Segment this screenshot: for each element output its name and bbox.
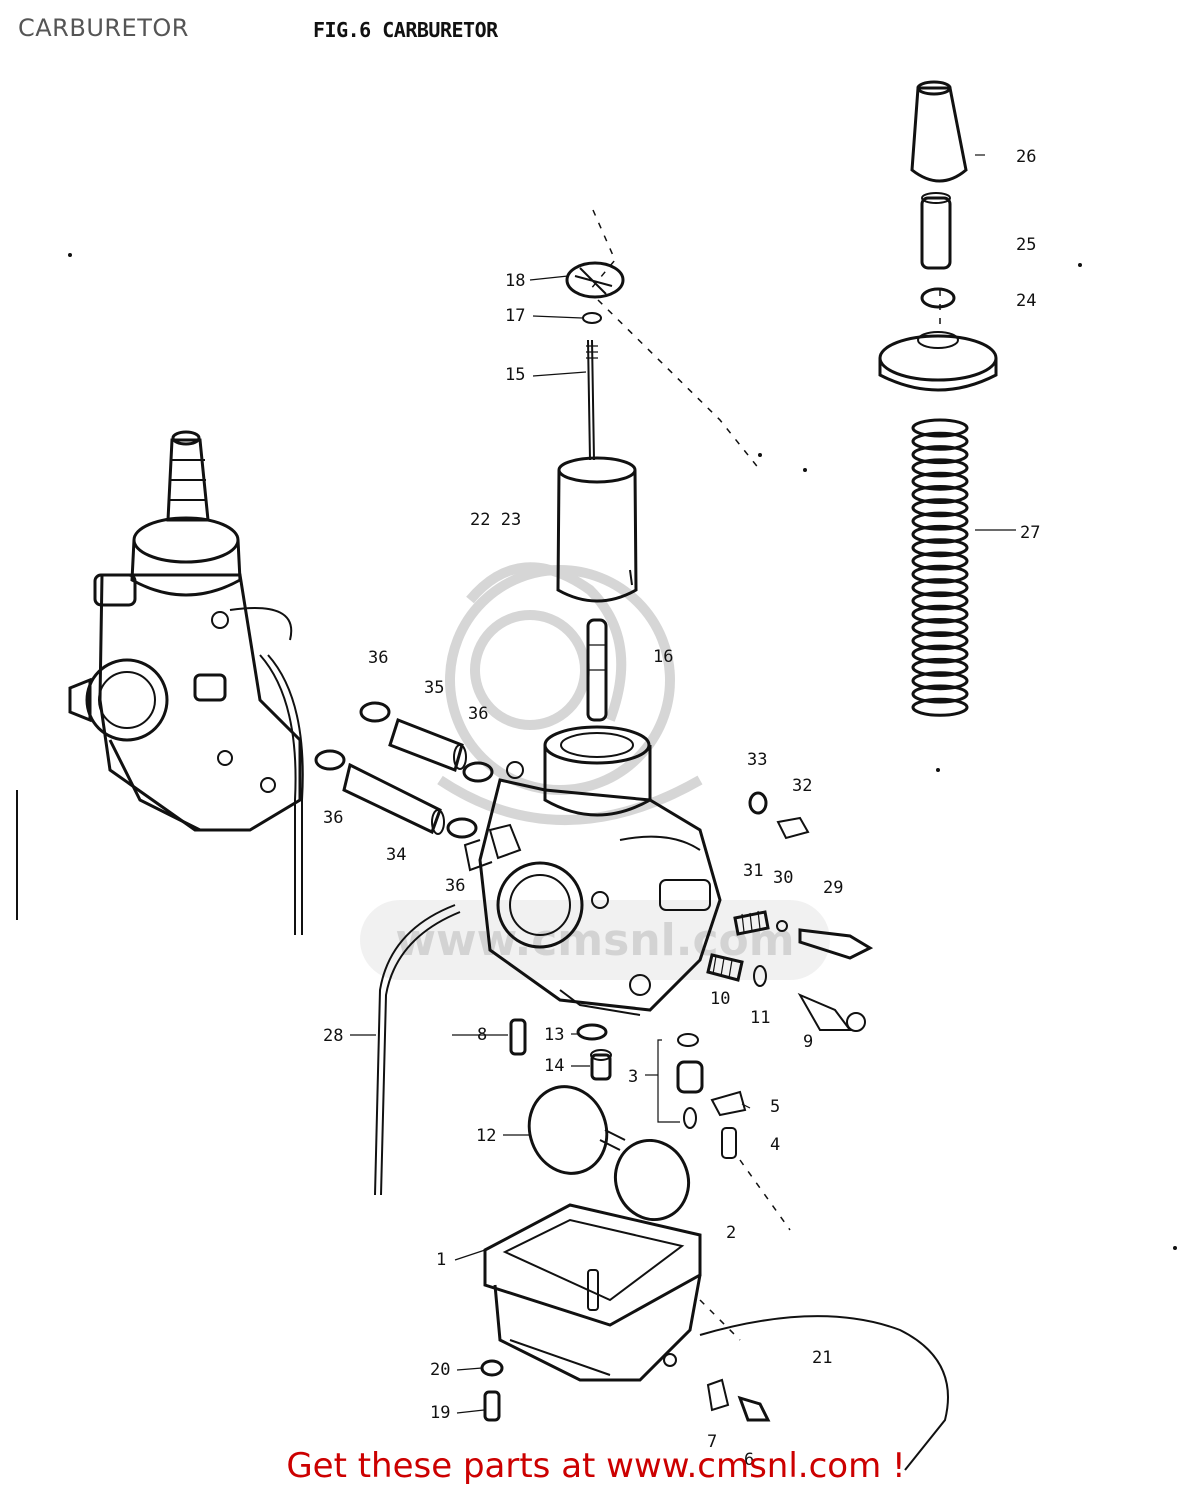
part-float-bowl	[483, 1203, 702, 1382]
callout-17: 17	[505, 306, 525, 326]
spring-coil	[911, 604, 969, 624]
part-vent-tubes	[314, 701, 494, 839]
callout-31: 31	[743, 861, 763, 881]
callout-3: 3	[628, 1067, 638, 1087]
spring-coil	[911, 618, 969, 637]
callout-12: 12	[476, 1126, 496, 1146]
part-float	[527, 1085, 690, 1222]
callout-36b: 36	[468, 704, 488, 724]
callout-22-23: 22 23	[470, 510, 521, 530]
spring-coil	[911, 578, 969, 598]
page-title: CARBURETOR	[18, 14, 189, 42]
callout-24: 24	[1016, 291, 1036, 311]
assembled-carburetor	[68, 430, 304, 935]
callout-32: 32	[792, 776, 812, 796]
assembly-guide-lines	[589, 209, 941, 1341]
callout-9: 9	[803, 1032, 813, 1052]
spring-coil	[911, 697, 969, 717]
callout-4: 4	[770, 1135, 780, 1155]
leader-lines	[350, 154, 1016, 1414]
callout-16: 16	[653, 647, 673, 667]
callout-19: 19	[430, 1403, 450, 1423]
watermark-logo: www.cmsnl.com	[360, 562, 830, 980]
spring-coil	[911, 631, 969, 651]
spring-coil	[911, 538, 969, 558]
callout-35: 35	[424, 678, 444, 698]
part-overflow-hose	[374, 904, 461, 1196]
callout-25: 25	[1016, 235, 1036, 255]
callout-20: 20	[430, 1360, 450, 1380]
spring-coil	[911, 564, 969, 584]
part-needle-jet	[586, 618, 608, 722]
callout-6: 6	[744, 1450, 754, 1470]
callout-33: 33	[747, 750, 767, 770]
spring-coil	[911, 524, 969, 544]
callout-labels: 1 2 3 4 5 6 7 8 9 10 11 12 13 14 15 16 1…	[323, 147, 1040, 1470]
carburetor-body	[463, 725, 722, 1016]
spring-coil	[911, 657, 969, 677]
callout-36c: 36	[323, 808, 343, 828]
callout-11: 11	[750, 1008, 770, 1028]
spring-coil	[911, 498, 969, 518]
spring-coil	[911, 485, 969, 504]
callout-5: 5	[770, 1097, 780, 1117]
scan-specks	[16, 253, 1177, 1250]
part-jets	[509, 1018, 747, 1159]
part-cap-and-needle	[565, 261, 625, 461]
callout-15: 15	[505, 365, 525, 385]
callout-36a: 36	[368, 648, 388, 668]
callout-13: 13	[544, 1025, 564, 1045]
callout-7: 7	[707, 1432, 717, 1452]
part-throttle-slide	[556, 456, 638, 603]
spring-coil	[911, 431, 969, 451]
callout-36d: 36	[445, 876, 465, 896]
spring-coil	[911, 445, 969, 465]
callout-2: 2	[726, 1223, 736, 1243]
callout-27: 27	[1020, 523, 1040, 543]
footer-cta: Get these parts at www.cmsnl.com !	[286, 1446, 906, 1486]
callout-18: 18	[505, 271, 525, 291]
callout-30: 30	[773, 868, 793, 888]
spring-coil	[911, 418, 969, 438]
spring-coil	[911, 671, 969, 691]
spring-coil	[911, 471, 969, 491]
callout-29: 29	[823, 878, 843, 898]
callout-14: 14	[544, 1056, 564, 1076]
callout-1: 1	[436, 1250, 446, 1270]
callout-26: 26	[1016, 147, 1036, 167]
callout-10: 10	[710, 989, 730, 1009]
spring-coil	[911, 458, 969, 478]
callout-21: 21	[812, 1348, 832, 1368]
spring-coil	[911, 644, 969, 664]
callout-34: 34	[386, 845, 406, 865]
spring-coil	[911, 684, 969, 704]
figure-title: FIG.6 CARBURETOR	[313, 18, 498, 42]
part-top-cap-assembly	[878, 80, 998, 392]
spring-coil	[911, 511, 969, 531]
spring-coil	[911, 591, 969, 611]
callout-28: 28	[323, 1026, 343, 1046]
spring-coil	[911, 551, 969, 571]
part-adjuster-screws	[706, 791, 874, 1032]
part-return-spring	[911, 418, 969, 717]
part-drain-screws	[480, 1315, 949, 1471]
